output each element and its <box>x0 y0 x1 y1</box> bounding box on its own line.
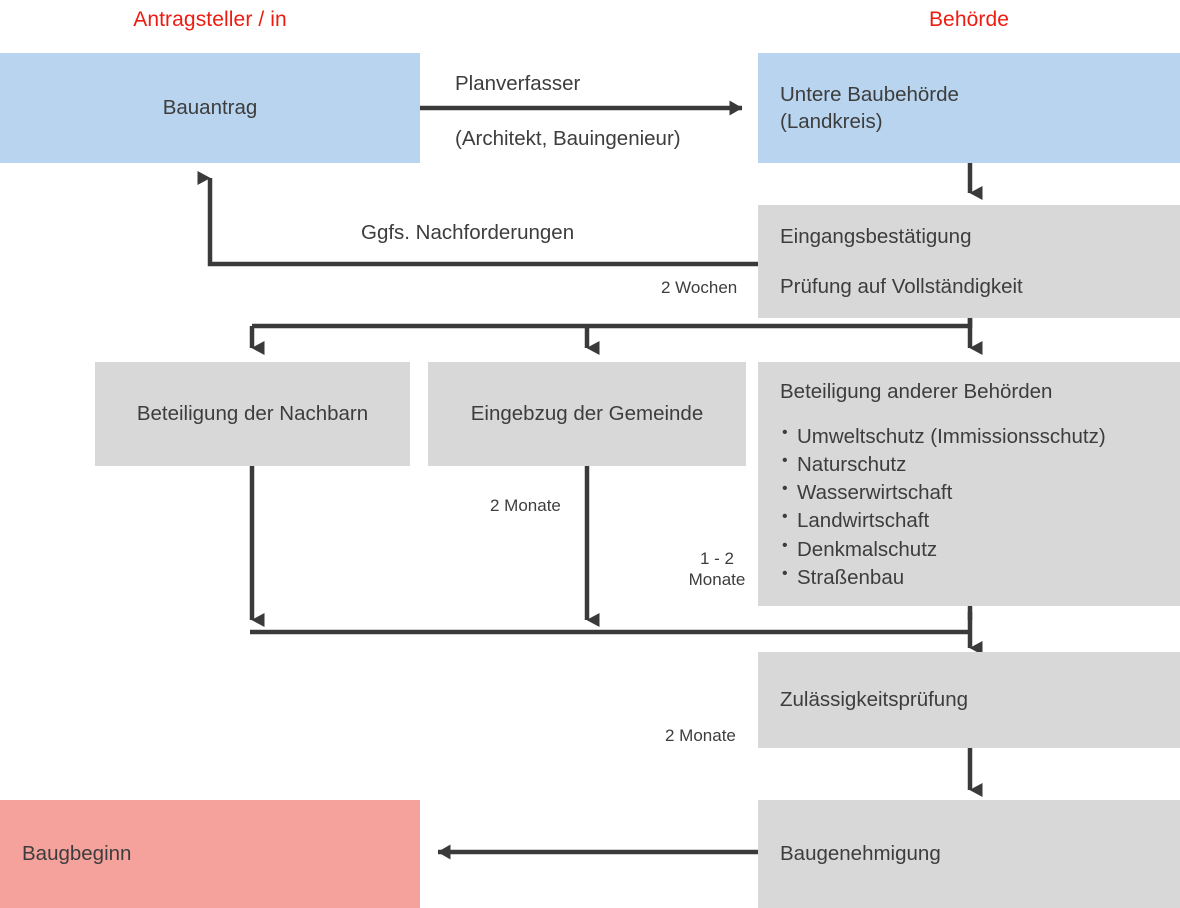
edge-label-1-2-monate: 1 - 2 Monate <box>672 548 762 591</box>
node-zulaessigkeitspruefung-label: Zulässigkeitsprüfung <box>780 688 969 712</box>
node-pruefung-vollstaendigkeit-label: Prüfung auf Vollständigkeit <box>780 274 1023 298</box>
edge-label-planverfasser: Planverfasser <box>455 72 581 95</box>
node-eingebzug-gemeinde[interactable]: Eingebzug der Gemeinde <box>428 362 746 466</box>
node-beteiligung-anderer-behoerden[interactable]: Beteiligung anderer Behörden Umweltschut… <box>758 362 1180 606</box>
edge-label-2-monate-zulaessigkeit: 2 Monate <box>665 726 736 745</box>
column-header-authority: Behörde <box>928 8 1010 31</box>
node-bauantrag-label: Bauantrag <box>162 96 258 120</box>
node-untere-baubehoerde-line2: (Landkreis) <box>780 110 883 133</box>
edge-label-planverfasser-sub: (Architekt, Bauingenieur) <box>455 127 681 150</box>
node-baugenehmigung-label: Baugenehmigung <box>780 842 941 866</box>
list-item: Denkmalschutz <box>780 535 1158 564</box>
node-untere-baubehoerde[interactable]: Untere Baubehörde (Landkreis) <box>758 53 1180 163</box>
list-item: Umweltschutz (Immissionsschutz) <box>780 422 1158 451</box>
edge-label-2-monate-gemeinde: 2 Monate <box>490 496 561 515</box>
behoerden-list: Umweltschutz (Immissionsschutz) Natursch… <box>780 422 1158 592</box>
node-bauantrag[interactable]: Bauantrag <box>0 53 420 163</box>
node-beteiligung-nachbarn[interactable]: Beteiligung der Nachbarn <box>95 362 410 466</box>
node-beteiligung-nachbarn-label: Beteiligung der Nachbarn <box>136 402 369 426</box>
column-header-applicant: Antragsteller / in <box>133 8 287 31</box>
list-item: Wasserwirtschaft <box>780 478 1158 507</box>
list-item: Landwirtschaft <box>780 506 1158 535</box>
edge-label-2-wochen: 2 Wochen <box>661 278 738 297</box>
list-item: Straßenbau <box>780 563 1158 592</box>
list-item: Naturschutz <box>780 450 1158 479</box>
node-untere-baubehoerde-line1: Untere Baubehörde <box>780 82 959 106</box>
edge-label-1-2-monate-line1: 1 - 2 <box>699 549 735 568</box>
node-eingangsbestaetigung-label: Eingangsbestätigung <box>780 225 972 249</box>
node-beteiligung-anderer-behoerden-title: Beteiligung anderer Behörden <box>780 380 1053 403</box>
node-baugbeginn[interactable]: Baugbeginn <box>0 800 420 908</box>
node-zulaessigkeitspruefung[interactable]: Zulässigkeitsprüfung <box>758 652 1180 748</box>
node-eingangsbestaetigung[interactable]: Eingangsbestätigung Prüfung auf Vollstän… <box>758 205 1180 318</box>
node-eingebzug-gemeinde-label: Eingebzug der Gemeinde <box>470 402 704 426</box>
node-baugbeginn-label: Baugbeginn <box>22 842 132 866</box>
edge-label-nachforderungen: Ggfs. Nachforderungen <box>361 221 575 244</box>
node-baugenehmigung[interactable]: Baugenehmigung <box>758 800 1180 908</box>
edge-label-1-2-monate-line2: Monate <box>688 570 746 590</box>
